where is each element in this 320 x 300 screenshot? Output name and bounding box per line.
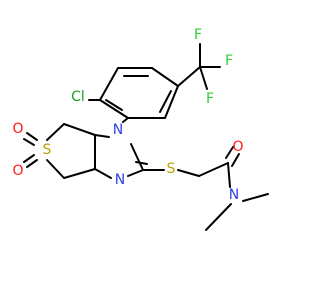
bond [177,66,201,87]
imidazoline-ring [94,134,148,179]
bond [225,146,234,159]
bond [94,168,112,179]
oxygen-atom-label-sulfone-bottom: O [12,163,23,179]
bond [198,162,229,177]
oxygen-atom-label-sulfone-top: O [12,121,23,137]
nitrogen-atom-label-amide: N [229,187,239,203]
bond [231,153,240,167]
bond [130,143,144,171]
sulfolane-ring [46,123,96,179]
bond [105,99,123,111]
bond [164,85,179,119]
bond [63,168,96,179]
bond [94,134,110,138]
sulfur-atom-label-thioether: S [167,161,176,177]
nitrogen-atom-label-ring1: N [113,122,123,138]
oxygen-atom-label-carbonyl: O [232,139,243,155]
chlorine-atom-label: Cl [71,89,85,105]
bond [242,193,269,202]
chemical-structure: Cl F F F N N S O O S O N [12,27,269,231]
bond [177,169,200,177]
bond [99,67,119,101]
bond [127,169,144,177]
bond [199,66,208,90]
bond [26,132,38,141]
bond [46,123,65,141]
bond [135,161,148,165]
bond [205,203,232,231]
sulfur-atom-label-sulfone: S [43,142,52,158]
bond [23,154,35,163]
bond [23,138,35,146]
bond [159,90,172,113]
bond [26,159,38,168]
bond [46,159,65,179]
fluorine-atom-label-right: F [225,53,233,69]
bond [63,123,96,136]
bond [151,67,179,87]
bond [122,117,129,123]
fluorine-atom-label-bottom: F [206,91,214,107]
fluorine-atom-label-top: F [194,27,202,43]
phenyl-ring [99,67,179,119]
bond [99,99,129,119]
bond [227,162,231,188]
nitrogen-atom-label-ring2: N [115,172,125,188]
